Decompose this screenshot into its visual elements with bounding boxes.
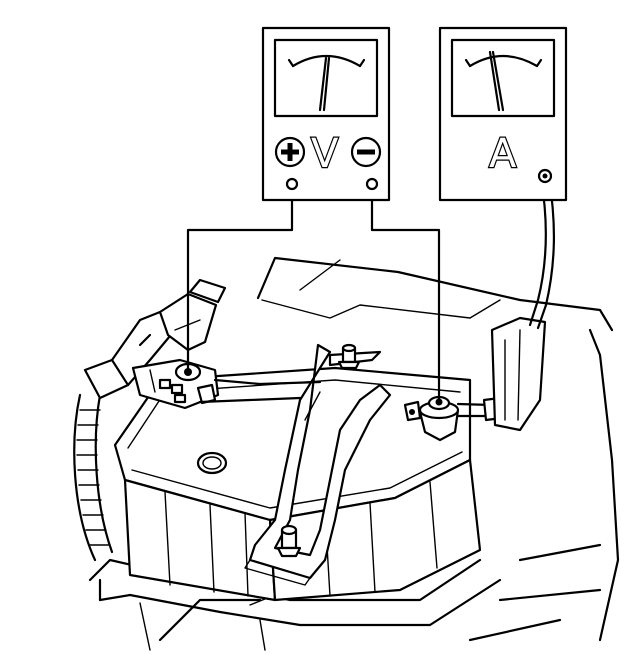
voltmeter-negative-lead (370, 184, 441, 402)
ammeter-label: A (489, 131, 517, 177)
car-body (158, 256, 620, 642)
voltmeter: V (261, 26, 391, 202)
voltmeter-label: V (311, 131, 339, 177)
voltmeter-negative-socket (365, 177, 379, 191)
positive-terminal (174, 362, 322, 405)
voltmeter-negative-icon (350, 136, 382, 168)
hold-down-bolt-bottom (276, 524, 302, 558)
ammeter: A (438, 26, 568, 202)
ground-cable (456, 316, 547, 432)
voltmeter-positive-icon (274, 136, 306, 168)
hold-down-bolt-top (337, 343, 361, 370)
voltmeter-positive-socket (285, 177, 299, 191)
voltmeter-positive-lead (186, 184, 294, 372)
